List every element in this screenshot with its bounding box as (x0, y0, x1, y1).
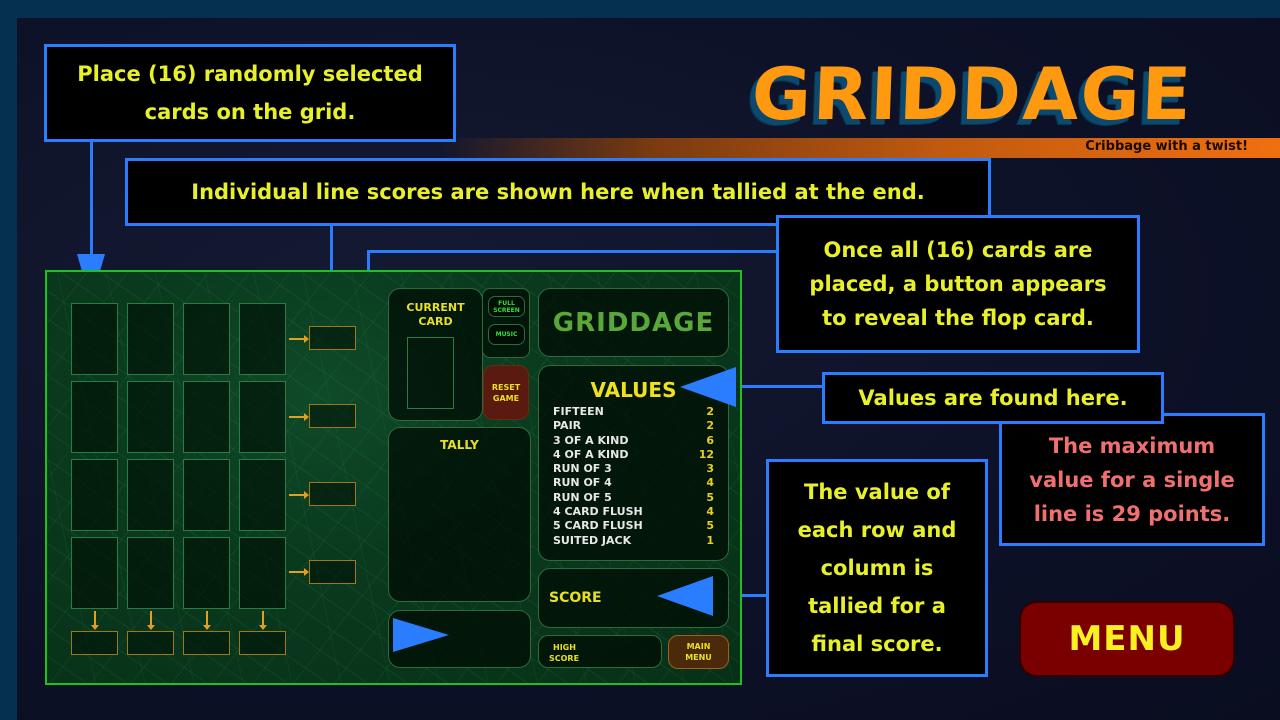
card-slot[interactable] (127, 381, 174, 453)
arrow-right-icon (289, 335, 309, 343)
row-score-slot (309, 404, 356, 428)
card-slot[interactable] (239, 381, 286, 453)
arrow-left-icon (657, 576, 713, 616)
values-title: VALUES (590, 378, 677, 402)
row-score-slot (309, 482, 356, 506)
arrow-left-icon (680, 367, 736, 407)
connector-line (330, 225, 333, 275)
column-score-slot (239, 631, 286, 655)
card-slot[interactable] (183, 537, 230, 609)
callout-place-cards: Place (16) randomly selected cards on th… (44, 44, 456, 142)
card-slot[interactable] (127, 537, 174, 609)
arrow-right-icon (289, 491, 309, 499)
reset-label: RESET (491, 382, 521, 392)
main-menu-label: MENU (685, 653, 712, 662)
menu-button[interactable]: MENU (1019, 601, 1235, 677)
current-card-label: CURRENT (406, 301, 465, 314)
window-frame-top (0, 0, 1280, 18)
main-menu-label: MAIN (686, 642, 711, 651)
card-slot[interactable] (183, 303, 230, 375)
card-slot[interactable] (239, 459, 286, 531)
callout-line-scores: Individual line scores are shown here wh… (125, 158, 991, 226)
callout-tally: The value of each row and column is tall… (766, 459, 988, 677)
card-slot[interactable] (127, 303, 174, 375)
arrow-down-icon (203, 611, 211, 630)
game-logo: GRIDDAGE (750, 52, 1195, 136)
card-slot[interactable] (71, 537, 118, 609)
fullscreen-button[interactable]: FULL SCREEN (488, 296, 525, 317)
current-card-panel: CURRENT CARD (388, 288, 483, 421)
card-slot[interactable] (239, 537, 286, 609)
arrow-right-icon (393, 618, 449, 652)
mini-logo-panel: GRIDDAGE (538, 288, 729, 357)
arrow-down-icon (259, 611, 267, 630)
arrow-right-icon (289, 413, 309, 421)
card-slot[interactable] (127, 459, 174, 531)
music-label: MUSIC (495, 331, 518, 338)
high-score-panel: HIGH SCORE (538, 635, 662, 668)
mini-logo: GRIDDAGE (552, 307, 715, 338)
column-score-slot (71, 631, 118, 655)
callout-maximum: The maximum value for a single line is 2… (999, 413, 1265, 546)
row-score-slot (309, 560, 356, 584)
connector-line (367, 250, 778, 253)
current-card-slot (407, 337, 454, 409)
reset-game-button[interactable]: RESET GAME (483, 365, 529, 420)
card-slot[interactable] (71, 303, 118, 375)
fullscreen-label: SCREEN (493, 306, 520, 314)
arrow-down-icon (147, 611, 155, 630)
main-menu-button[interactable]: MAIN MENU (668, 635, 729, 669)
window-frame-left (0, 0, 17, 720)
column-score-slot (183, 631, 230, 655)
music-button[interactable]: MUSIC (488, 324, 525, 345)
card-slot[interactable] (71, 459, 118, 531)
card-slot[interactable] (71, 381, 118, 453)
row-score-slot (309, 326, 356, 350)
callout-flop-card: Once all (16) cards are placed, a button… (776, 215, 1140, 353)
high-score-label: SCORE (549, 654, 580, 663)
arrow-down-icon (91, 611, 99, 630)
arrow-right-icon (289, 568, 309, 576)
tagline: Cribbage with a twist! (1085, 139, 1248, 154)
current-card-label: CARD (418, 315, 453, 328)
fullscreen-label: FULL (498, 299, 515, 307)
tally-panel: TALLY (388, 427, 531, 602)
callout-values: Values are found here. (822, 372, 1164, 424)
tagline-bar: Cribbage with a twist! (440, 138, 1280, 158)
column-score-slot (127, 631, 174, 655)
card-slot[interactable] (183, 459, 230, 531)
reset-label: GAME (492, 393, 520, 403)
high-score-label: HIGH (553, 643, 576, 652)
tally-label: TALLY (440, 438, 479, 452)
card-slot[interactable] (239, 303, 286, 375)
connector-line (735, 385, 823, 388)
connector-line (90, 141, 93, 269)
card-slot[interactable] (183, 381, 230, 453)
score-label: SCORE (549, 590, 602, 606)
